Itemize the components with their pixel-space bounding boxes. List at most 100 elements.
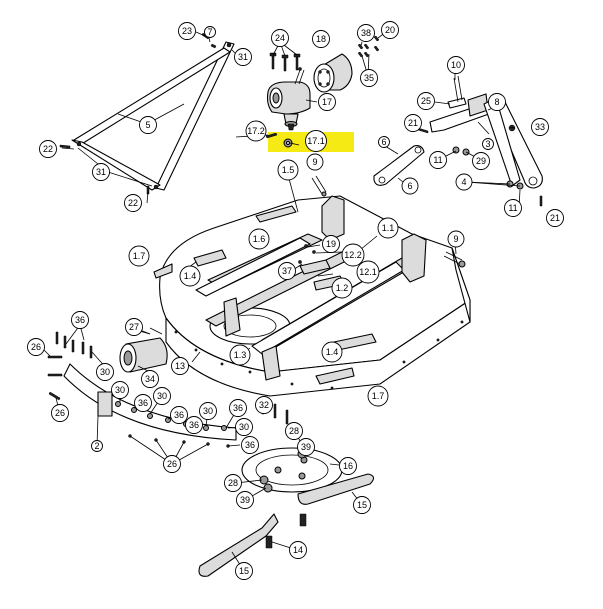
svg-text:32: 32	[259, 400, 269, 410]
svg-text:34: 34	[145, 374, 155, 384]
callout-36-c: 36	[170, 406, 188, 424]
guard-hardware	[357, 35, 380, 58]
svg-text:10: 10	[451, 60, 461, 70]
callout-21-top: 21	[404, 114, 422, 132]
callout-1-7-left: 1.7	[128, 245, 150, 267]
callout-1-6: 1.6	[248, 228, 270, 250]
callout-6-bottom: 6	[401, 177, 419, 195]
callout-31-top: 31	[234, 48, 252, 66]
callout-33: 33	[531, 118, 549, 136]
svg-text:1.4: 1.4	[184, 271, 197, 281]
callout-12-2: 12.2	[341, 243, 365, 267]
svg-text:30: 30	[157, 391, 167, 401]
callout-17-2: 17.2	[245, 120, 267, 142]
callout-39-bottom: 39	[236, 491, 254, 509]
callout-26-mid: 26	[51, 404, 69, 422]
callout-37: 37	[278, 262, 296, 280]
svg-text:18: 18	[316, 34, 326, 44]
svg-text:30: 30	[239, 422, 249, 432]
svg-text:30: 30	[115, 385, 125, 395]
callout-31-bottom: 31	[92, 163, 110, 181]
a-frame-hardware	[59, 32, 217, 195]
svg-text:16: 16	[343, 461, 353, 471]
callout-17-1: 17.1	[305, 130, 327, 152]
callout-36-b: 36	[134, 394, 152, 412]
callout-36-left: 36	[71, 311, 89, 329]
svg-text:39: 39	[301, 442, 311, 452]
callout-30-e: 30	[235, 418, 253, 436]
callout-11-left: 11	[429, 151, 447, 169]
svg-text:9: 9	[453, 234, 458, 244]
callout-23: 23	[178, 22, 196, 40]
svg-text:22: 22	[43, 144, 53, 154]
callout-22-bottom: 22	[124, 194, 142, 212]
svg-text:37: 37	[282, 266, 292, 276]
svg-text:7: 7	[207, 27, 212, 37]
skirt-rivets	[174, 320, 464, 390]
callout-26-left: 26	[27, 338, 45, 356]
link-bracket-6	[373, 145, 425, 186]
blade-bolts-14	[265, 513, 307, 549]
callout-10: 10	[447, 56, 465, 74]
callout-29: 29	[472, 152, 490, 170]
svg-text:26: 26	[31, 342, 41, 352]
svg-text:35: 35	[364, 73, 374, 83]
callout-11-right: 11	[504, 199, 522, 217]
svg-text:14: 14	[293, 545, 303, 555]
blade-15-upper	[297, 473, 375, 505]
svg-text:26: 26	[167, 459, 177, 469]
callout-13: 13	[171, 357, 189, 375]
callout-1-1: 1.1	[377, 217, 399, 239]
callout-20: 20	[381, 21, 399, 39]
callout-28-top: 28	[285, 422, 303, 440]
svg-text:1.1: 1.1	[382, 223, 395, 233]
svg-text:21: 21	[550, 213, 560, 223]
callout-24: 24	[271, 29, 289, 47]
svg-text:23: 23	[182, 26, 192, 36]
svg-text:1.2: 1.2	[336, 283, 349, 293]
svg-text:31: 31	[238, 52, 248, 62]
callout-22-top: 22	[39, 140, 57, 158]
callout-1-3: 1.3	[229, 344, 251, 366]
svg-text:6: 6	[381, 137, 386, 147]
svg-text:28: 28	[228, 478, 238, 488]
svg-text:30: 30	[203, 406, 213, 416]
svg-text:1.4: 1.4	[326, 347, 339, 357]
side-skirt-2	[63, 363, 237, 441]
svg-text:30: 30	[100, 367, 110, 377]
svg-text:3: 3	[485, 139, 490, 149]
callout-9-right: 9	[447, 230, 465, 248]
callout-1-4-right: 1.4	[321, 341, 343, 363]
svg-text:17: 17	[322, 97, 332, 107]
svg-text:36: 36	[189, 420, 199, 430]
a-frame-part	[71, 41, 235, 191]
callout-17: 17	[318, 93, 336, 111]
svg-text:36: 36	[245, 440, 255, 450]
callout-19: 19	[322, 235, 340, 253]
callout-30-mid: 30	[111, 381, 129, 399]
svg-text:13: 13	[175, 361, 185, 371]
svg-text:25: 25	[421, 96, 431, 106]
gearbox-bolts	[269, 52, 301, 72]
svg-text:26: 26	[55, 408, 65, 418]
callout-5: 5	[139, 116, 157, 134]
callout-6-top: 6	[378, 136, 390, 148]
svg-text:9: 9	[312, 157, 317, 167]
svg-text:33: 33	[535, 122, 545, 132]
svg-text:15: 15	[357, 500, 367, 510]
hitch-assembly	[417, 75, 543, 207]
svg-text:20: 20	[385, 25, 395, 35]
svg-text:27: 27	[129, 322, 139, 332]
callout-36-d: 36	[229, 399, 247, 417]
callout-38: 38	[357, 24, 375, 42]
svg-text:36: 36	[233, 403, 243, 413]
svg-text:1.5: 1.5	[282, 165, 295, 175]
svg-text:31: 31	[96, 167, 106, 177]
svg-text:29: 29	[476, 156, 486, 166]
callout-39-top: 39	[297, 438, 315, 456]
callout-16: 16	[339, 457, 357, 475]
svg-text:1.7: 1.7	[133, 251, 146, 261]
gearbox-small-parts	[265, 132, 293, 148]
svg-text:1.7: 1.7	[372, 391, 385, 401]
